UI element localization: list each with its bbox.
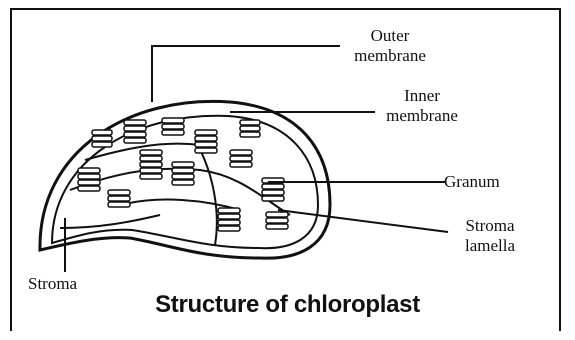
granum-stack [78,168,100,191]
granum-label: Granum [444,172,534,192]
stroma-lamella-label: Stroma lamella [450,216,530,256]
granum-stack [240,120,260,137]
stroma-lamella-label-line2: lamella [450,236,530,256]
stroma-lamella-label-line1: Stroma [450,216,530,236]
outer-membrane-label-line2: membrane [340,46,440,66]
granum-stack [218,208,240,231]
grana [78,118,288,231]
granum-stack [140,150,162,179]
granum-stack [124,120,146,143]
granum-stack [266,212,288,229]
outer-membrane-label-line1: Outer [340,26,440,46]
stroma-lamella-leader [278,210,448,232]
granum-stack [172,162,194,185]
granum-stack [108,190,130,207]
granum-stack [230,150,252,167]
figure-caption: Structure of chloroplast [0,291,575,319]
granum-stack [195,130,217,153]
inner-membrane-label: Inner membrane [372,86,472,126]
outer-membrane-leader [152,46,340,102]
granum-label-text: Granum [444,172,500,191]
outer-membrane-label: Outer membrane [340,26,440,66]
granum-stack [92,130,112,147]
inner-membrane-label-line1: Inner [372,86,472,106]
granum-stack [162,118,184,135]
inner-membrane-label-line2: membrane [372,106,472,126]
